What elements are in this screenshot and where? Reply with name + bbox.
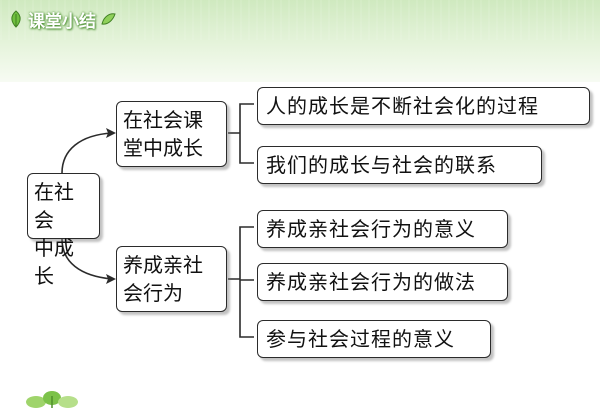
branch-node-1: 在社会课 堂中成长	[116, 101, 227, 167]
arrowhead-branch-1	[106, 128, 116, 138]
arrowhead-branch-2	[106, 274, 116, 284]
leaf-node-2-2: 养成亲社会行为的做法	[257, 263, 508, 301]
plant-icon	[26, 391, 78, 408]
branch-node-2-label: 养成亲社 会行为	[123, 253, 203, 305]
leaf-node-2-2-label: 养成亲社会行为的做法	[266, 270, 476, 294]
leaf-icon	[100, 10, 116, 28]
leaf-node-2-1: 养成亲社会行为的意义	[257, 210, 508, 248]
leaf-node-2-1-label: 养成亲社会行为的意义	[266, 217, 476, 241]
leaf-node-1-2-label: 我们的成长与社会的联系	[266, 153, 497, 177]
root-node-label: 在社会 中成长	[34, 180, 74, 288]
leaf-node-1-1: 人的成长是不断社会化的过程	[257, 87, 590, 125]
leaf-node-1-1-label: 人的成长是不断社会化的过程	[266, 94, 539, 118]
leaf-node-1-2: 我们的成长与社会的联系	[257, 146, 542, 184]
root-node: 在社会 中成长	[27, 173, 100, 288]
branch-node-1-label: 在社会课 堂中成长	[123, 108, 203, 160]
header: 课堂小结	[8, 4, 116, 34]
header-band	[0, 0, 600, 82]
bracket-branch-2	[228, 226, 254, 338]
header-title: 课堂小结	[28, 11, 96, 32]
connector-root-to-branch-1	[61, 132, 113, 174]
leaf-icon	[8, 10, 24, 28]
branch-node-2: 养成亲社 会行为	[116, 246, 227, 312]
bracket-branch-1	[228, 103, 254, 164]
connector-root-to-branch-2	[61, 238, 113, 280]
leaf-node-2-3: 参与社会过程的意义	[257, 320, 491, 358]
leaf-node-2-3-label: 参与社会过程的意义	[266, 327, 455, 351]
